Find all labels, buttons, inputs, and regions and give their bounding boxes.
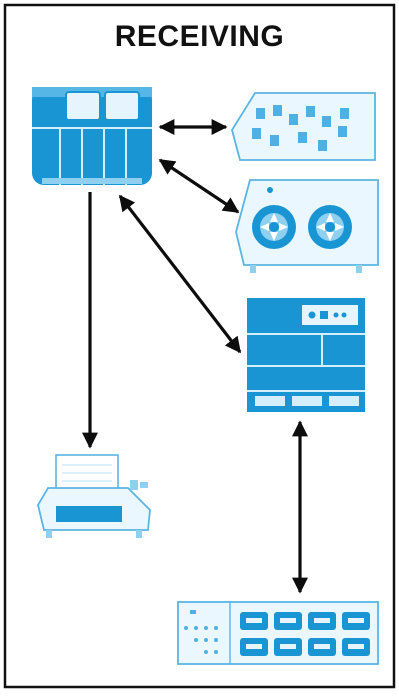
diagram-title: RECEIVING xyxy=(114,20,285,53)
diagram-border xyxy=(3,3,396,689)
arrow-computer-tape xyxy=(158,158,240,214)
tape-reel-icon xyxy=(235,179,379,273)
computer-terminal-icon xyxy=(32,87,152,185)
printer-icon xyxy=(37,454,151,538)
arrow-computer-control xyxy=(118,194,242,354)
circuit-board-icon xyxy=(231,92,376,161)
keypad-panel-icon xyxy=(177,601,379,665)
control-cabinet-icon xyxy=(247,298,365,412)
